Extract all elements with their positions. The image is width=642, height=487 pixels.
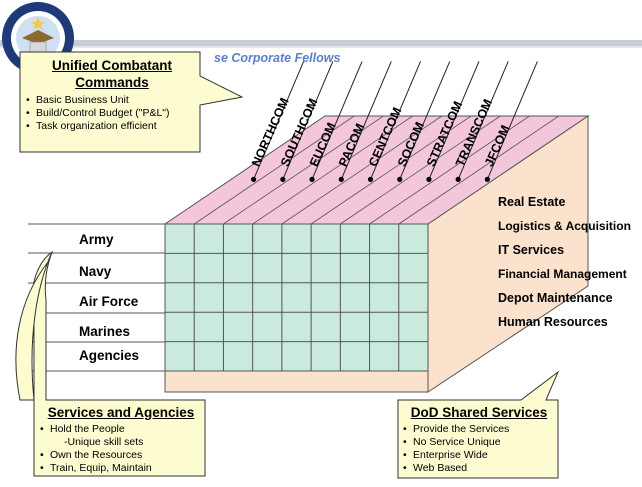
list-item: Task organization efficient [24,120,200,133]
callout-services-arrow [15,251,53,401]
list-item: Enterprise Wide [401,449,557,462]
shared-area-logistics: Logistics & Acquisition [498,219,631,233]
command-dot [484,176,490,182]
header-bar-shadow [0,46,642,48]
callout-commands-title-line2: Commands [75,75,149,90]
header-title: se Corporate Fellows [214,51,341,65]
list-item: Hold the People [38,423,204,436]
shared-area-depot: Depot Maintenance [498,291,613,305]
shared-area-financial: Financial Management [498,267,627,281]
list-item: Build/Control Budget ("P&L") [24,107,200,120]
command-line [282,61,334,180]
service-row-lines [28,223,165,372]
list-item: Provide the Services [401,423,557,436]
header-bar [0,40,642,46]
command-dot [367,176,374,182]
command-line [457,61,509,180]
callout-services-title: Services and Agencies [47,405,195,420]
command-lines [251,61,538,182]
command-line [340,61,392,180]
command-dot [251,176,257,182]
service-label-marines: Marines [79,324,131,339]
command-line [399,61,451,180]
callout-shared-list: Provide the Services No Service Unique E… [401,423,557,475]
command-line [428,61,480,180]
list-item: Web Based [401,462,557,475]
list-item: Basic Business Unit [24,94,200,107]
list-item: -Unique skill sets [64,436,144,448]
list-item: No Service Unique [401,436,557,449]
service-label-air-force: Air Force [79,294,139,309]
command-line [311,61,363,180]
callout-commands-title-line1: Unified Combatant [52,58,172,73]
command-dot [309,176,315,182]
command-dot [426,176,432,182]
top-face-line [310,115,472,225]
shared-area-hr: Human Resources [498,315,608,329]
callout-services-list: Hold the People -Unique skill sets Own t… [38,423,204,475]
top-face-line [398,115,560,225]
grid-lines [165,224,428,371]
shared-area-it-services: IT Services [498,243,565,257]
command-line [370,61,421,180]
callout-shared-title: DoD Shared Services [410,405,548,420]
list-item: Own the Resources [38,449,204,462]
list-item: Train, Equip, Maintain [38,462,204,475]
command-line [486,61,538,180]
top-face-line [252,115,413,225]
callout-services: Services and Agencies Hold the People -U… [38,404,204,475]
command-dot [455,176,461,182]
callout-shared: DoD Shared Services Provide the Services… [401,404,557,475]
service-label-army: Army [79,232,114,247]
callout-commands-list: Basic Business Unit Build/Control Budget… [24,94,200,133]
top-face-line [193,115,355,225]
command-line [253,61,305,180]
box-front-bottom [164,370,429,393]
box-grid-face [164,223,429,372]
command-dot [397,176,403,182]
shared-area-real-estate: Real Estate [498,195,566,209]
top-face-lines [193,115,560,225]
top-face-line [281,115,443,225]
service-label-agencies: Agencies [79,348,140,363]
top-face-line [369,115,530,225]
callout-commands: Unified Combatant Commands Basic Busines… [24,57,200,133]
command-dot [338,176,344,182]
command-dot [280,176,286,182]
top-face-line [223,115,384,225]
top-face-line [340,115,501,225]
service-label-navy: Navy [79,264,112,279]
